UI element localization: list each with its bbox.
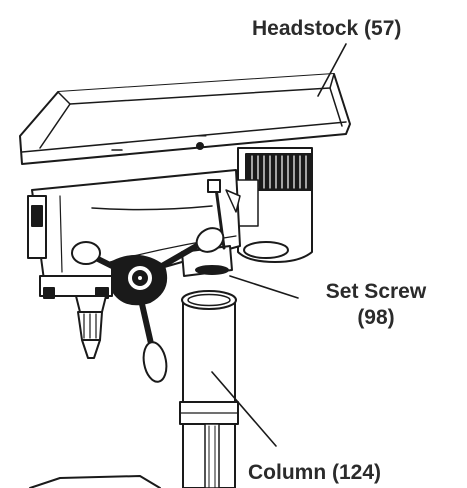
- spindle-chuck: [39, 275, 113, 359]
- feed-handles: [71, 227, 225, 383]
- motor: [231, 147, 313, 263]
- set-screw-label-line1: Set Screw: [325, 280, 427, 303]
- column-label: Column (124): [248, 461, 382, 484]
- set-screw-label-line2: (98): [357, 306, 395, 329]
- table-edge: [29, 475, 161, 488]
- depth-stop: [207, 179, 241, 250]
- column: [179, 290, 239, 488]
- headstock: [19, 73, 351, 165]
- set-screw-label: Set Screw (98): [301, 279, 451, 331]
- leader-lines: [211, 43, 347, 447]
- headstock-label: Headstock (57): [252, 17, 402, 40]
